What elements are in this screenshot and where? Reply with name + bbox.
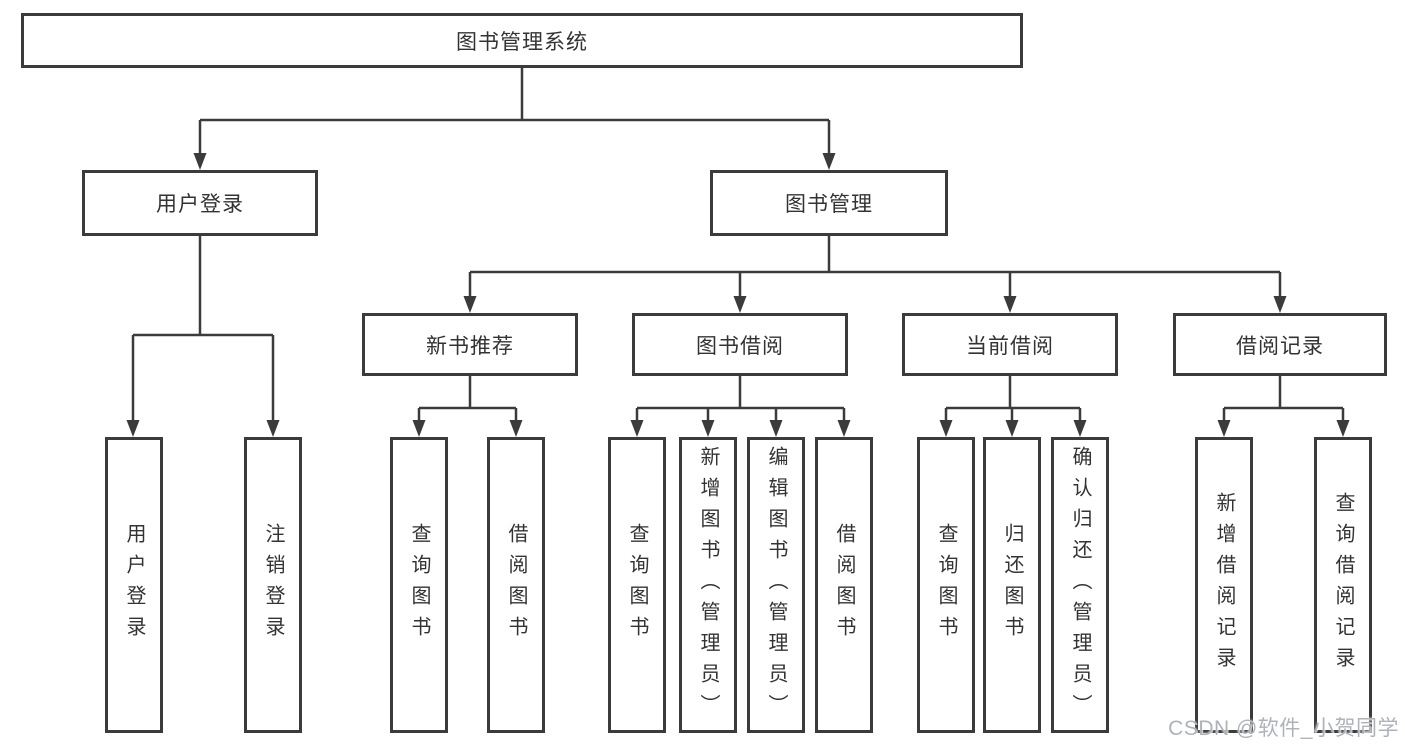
leaf-borrowing-borrow-book: 借阅图书 <box>815 437 873 733</box>
arrowheads-book-mgmt-branch <box>463 296 1287 313</box>
arrowheads-current-borrow-branch <box>939 420 1087 437</box>
leaf-user-login: 用户登录 <box>105 437 163 733</box>
leaf-recommend-query-book: 查询图书 <box>390 437 448 733</box>
leaf-borrowing-add-book-admin: 新增图书（管理员） <box>679 437 737 733</box>
leaf-current-confirm-return-admin: 确认归还（管理员） <box>1051 437 1109 733</box>
leaf-records-query-record: 查询借阅记录 <box>1314 437 1372 733</box>
connector-user-login-branch <box>131 236 275 422</box>
node-book-borrowing: 图书借阅 <box>632 313 848 376</box>
connector-current-borrow-branch <box>944 376 1082 422</box>
leaf-recommend-borrow-book: 借阅图书 <box>487 437 545 733</box>
leaf-borrowing-edit-book-admin: 编辑图书（管理员） <box>747 437 805 733</box>
node-borrowing-records: 借阅记录 <box>1173 313 1387 376</box>
leaf-current-return-book: 归还图书 <box>983 437 1041 733</box>
arrowheads-user-login-branch <box>126 420 280 437</box>
node-library-management-system: 图书管理系统 <box>21 13 1023 68</box>
leaf-logout: 注销登录 <box>244 437 302 733</box>
arrowheads-new-rec-branch <box>412 420 523 437</box>
connector-new-rec-branch <box>417 376 518 422</box>
node-current-borrowing: 当前借阅 <box>902 313 1118 376</box>
node-new-book-recommend: 新书推荐 <box>362 313 578 376</box>
csdn-watermark: CSDN @软件_小贺同学 <box>1168 717 1399 740</box>
connector-book-mgmt-branch <box>468 236 1282 298</box>
connector-root-to-level2 <box>198 68 831 155</box>
leaf-records-add-record: 新增借阅记录 <box>1195 437 1253 733</box>
leaf-current-query-book: 查询图书 <box>917 437 975 733</box>
leaf-borrowing-query-book: 查询图书 <box>608 437 666 733</box>
node-book-management: 图书管理 <box>710 170 948 236</box>
arrowheads-borrow-records-branch <box>1217 420 1350 437</box>
arrowheads-level2 <box>193 153 836 170</box>
connector-book-borrow-branch <box>635 376 846 422</box>
node-user-login: 用户登录 <box>82 170 318 236</box>
arrowheads-book-borrow-branch <box>630 420 851 437</box>
connector-borrow-records-branch <box>1222 376 1345 422</box>
